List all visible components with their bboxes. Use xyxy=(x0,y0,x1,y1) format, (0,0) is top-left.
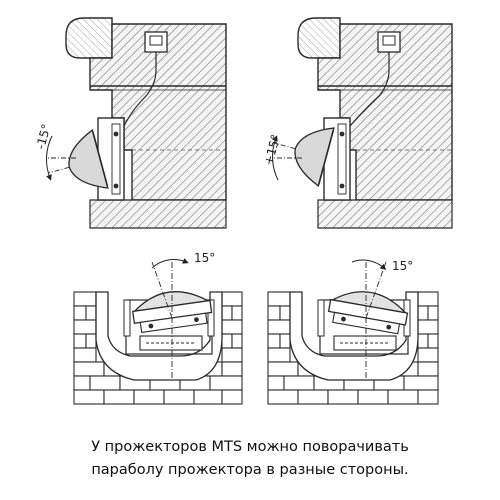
capstone xyxy=(65,17,113,59)
wall-section-top-left: -15° xyxy=(33,17,227,229)
reflector-rotated xyxy=(273,127,335,188)
wall-section-top-right: +15° xyxy=(261,17,453,229)
ground-section-bottom-left: 15° xyxy=(73,251,243,405)
angle-arc xyxy=(272,135,279,181)
ground-section-bottom-right: 15° xyxy=(267,259,439,405)
angle-arc xyxy=(151,258,189,269)
reflector-rotated xyxy=(47,128,109,189)
caption-line-2: параболу прожектора в разные стороны. xyxy=(91,462,409,478)
capstone xyxy=(297,17,341,59)
angle-arc xyxy=(351,259,387,270)
caption: У прожекторов MTS можно поворачивать пар… xyxy=(0,436,500,482)
lamp-unit-tilted xyxy=(131,291,213,333)
gravel-pocket xyxy=(289,291,419,381)
angle-label: 15° xyxy=(392,259,413,273)
angle-arc xyxy=(46,135,53,181)
gravel-pocket xyxy=(95,291,223,381)
angle-label: -15° xyxy=(33,122,53,150)
caption-line-1: У прожекторов MTS можно поворачивать xyxy=(91,439,409,455)
angle-label: 15° xyxy=(194,251,215,265)
angle-label: +15° xyxy=(261,133,283,167)
lamp-unit-tilted xyxy=(327,291,409,335)
